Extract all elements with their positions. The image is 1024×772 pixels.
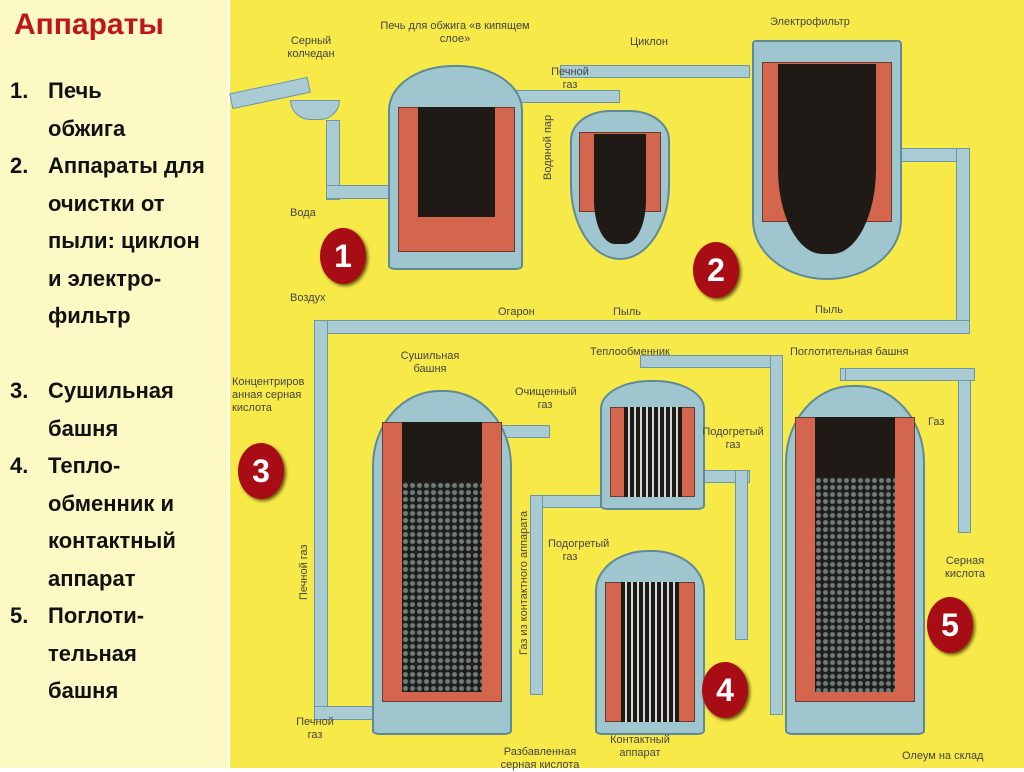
label-oleum: Олеум на склад	[902, 750, 984, 762]
pipe	[314, 320, 328, 720]
label-furnace-gas-vertical: Печной газ	[298, 544, 310, 600]
sidebar-panel: Аппараты 1.Печь обжига 2.Аппараты для оч…	[0, 0, 228, 768]
label-heat-exchanger: Теплообменник	[590, 346, 670, 358]
sulfuric-acid-process-diagram: Серный колчедан Печь для обжига «в кипящ…	[229, 0, 1024, 771]
list-item: 1.Печь обжига	[10, 78, 126, 141]
list-item: 2.Аппараты для очистки от пыли: циклон и…	[10, 153, 205, 328]
label-furnace-gas-bottom: Печной газ	[296, 716, 334, 741]
label-sulfuric-acid: Серная кислота	[945, 555, 985, 580]
label-water: Вода	[290, 207, 316, 219]
contact-apparatus	[595, 550, 705, 735]
pipe	[956, 148, 970, 333]
label-dust: Пыль	[613, 306, 641, 318]
label-purified-gas: Очищенный газ	[515, 386, 577, 411]
list-item: 4.Тепло-обменник и контактный аппарат	[10, 453, 176, 591]
label-furnace: Печь для обжига «в кипящем слое»	[380, 20, 530, 45]
badge-3: 3	[238, 443, 284, 499]
hopper	[290, 100, 340, 120]
pipe	[735, 470, 748, 640]
pipe	[958, 368, 971, 533]
drying-tower	[372, 390, 512, 735]
list-item: 5.Поглоти-тельная башня	[10, 603, 145, 703]
badge-5: 5	[927, 597, 973, 653]
label-concentrated-acid: Концентрированная серная кислота	[232, 376, 305, 414]
badge-1: 1	[320, 228, 366, 284]
label-pyrite: Серный колчедан	[287, 35, 335, 60]
pipe	[326, 120, 340, 200]
cyclone	[570, 110, 670, 260]
label-absorption-tower: Поглотительная башня	[790, 346, 909, 358]
label-drying-tower: Сушильная башня	[400, 350, 460, 375]
label-air: Воздух	[290, 292, 326, 304]
label-gas-out: Газ	[928, 416, 945, 428]
badge-4: 4	[702, 662, 748, 718]
label-steam: Водяной пар	[542, 114, 554, 180]
pipe	[770, 355, 783, 715]
label-heated-gas: Подогретый газ	[702, 426, 764, 451]
list-item: 3.Сушильная башня	[10, 378, 174, 441]
label-cyclone: Циклон	[630, 36, 668, 48]
label-heated-gas: Подогретый газ	[548, 538, 610, 563]
roasting-furnace	[388, 65, 523, 270]
label-dust: Пыль	[815, 304, 843, 316]
apparatus-list: 1.Печь обжига 2.Аппараты для очистки от …	[10, 72, 223, 710]
label-diluted-acid: Разбавленная серная кислота	[500, 746, 580, 771]
label-furnace-gas: Печной газ	[551, 66, 589, 91]
label-cinder: Огарон	[498, 306, 535, 318]
absorption-tower	[785, 385, 925, 735]
heat-exchanger	[600, 380, 705, 510]
badge-2: 2	[693, 242, 739, 298]
pipe	[530, 495, 543, 695]
label-electrofilter: Электрофильтр	[770, 16, 850, 28]
slide-title: Аппараты	[14, 8, 164, 41]
label-gas-from-contact: Газ из контактного аппарата	[518, 510, 530, 655]
pipe	[314, 320, 970, 334]
pipe	[560, 65, 750, 78]
electrofilter	[752, 40, 902, 280]
label-contact-apparatus: Контактный аппарат	[610, 734, 670, 759]
